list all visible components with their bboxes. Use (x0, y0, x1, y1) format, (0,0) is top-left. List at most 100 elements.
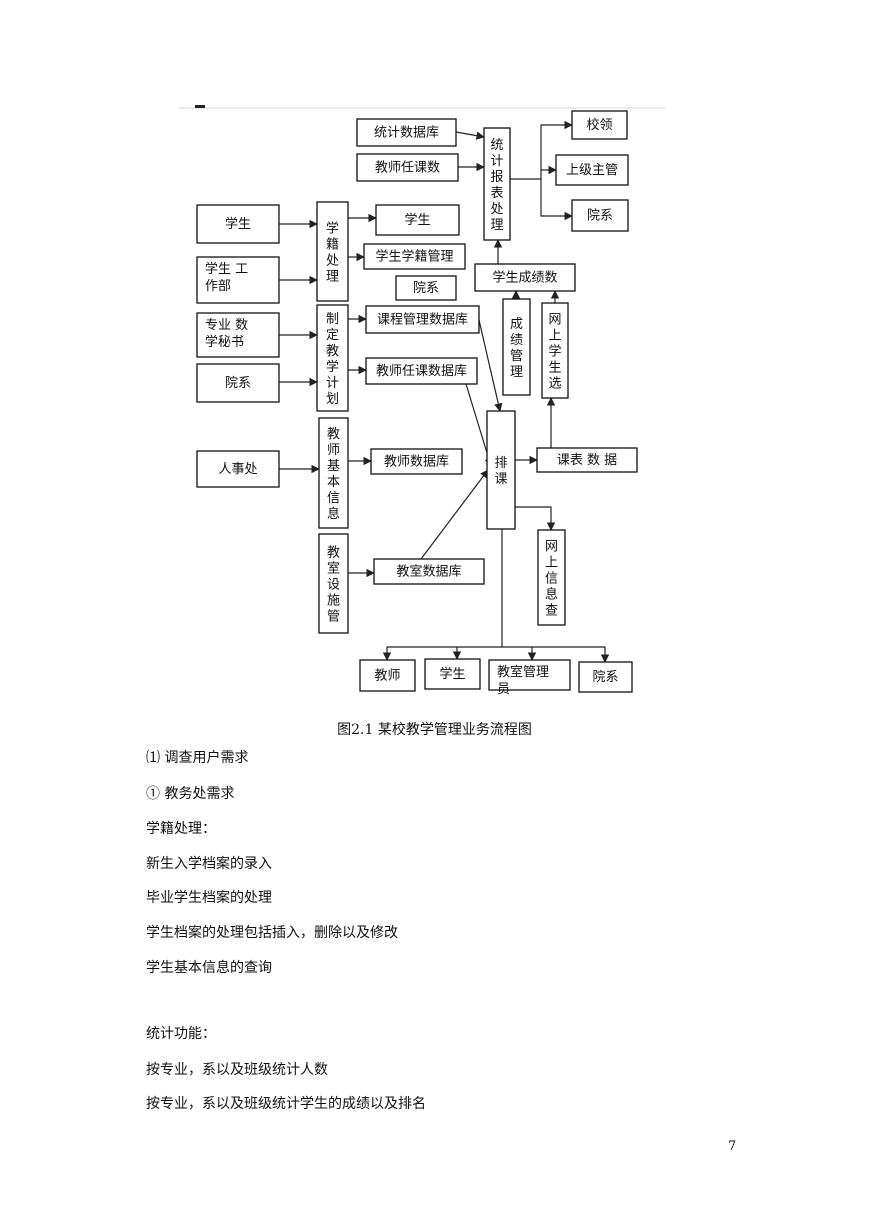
node-label: 统计数据库 (374, 125, 439, 141)
node-student-out: 学生 (375, 204, 460, 236)
node-course-db: 课程管理数据库 (365, 305, 480, 334)
body-line: 毕业学生档案的处理 (146, 890, 272, 906)
edge-stat_report-to-school_lead (510, 120, 573, 180)
node-box (356, 153, 459, 182)
node-stat-db: 统计数据库 (356, 118, 457, 147)
node-out-dept: 院系 (578, 661, 633, 693)
node-dept-in: 院系 (196, 363, 280, 403)
node-box (370, 448, 463, 475)
node-room-mgmt: 教室设施管 (318, 533, 349, 634)
node-box (537, 529, 566, 626)
node-box (365, 305, 480, 334)
body-line: ⑴ 调查用户需求 (146, 750, 249, 766)
node-box (196, 204, 280, 244)
node-box (555, 154, 629, 186)
node-box (196, 312, 280, 358)
node-box (316, 304, 349, 412)
node-schedule: 排课 (486, 410, 516, 530)
node-teacher-db: 教师数据库 (370, 448, 463, 475)
node-label: 统计报表处理 (490, 138, 503, 233)
node-box (424, 658, 481, 690)
node-timetable: 课表 数 据 (536, 447, 638, 473)
body-line: 学籍处理： (146, 821, 216, 837)
node-label: 学生 (225, 216, 251, 232)
node-box (373, 558, 485, 585)
node-dept-mid: 院系 (395, 275, 457, 301)
node-plan: 制定教学计划 (316, 304, 349, 412)
node-box (359, 659, 416, 692)
node-hr: 人事处 (196, 450, 280, 488)
node-label: 课表 数 据 (557, 453, 617, 468)
node-secretary: 专业 数 学秘书 (196, 312, 280, 358)
node-label: 上级主管 (566, 163, 618, 178)
node-box (375, 204, 460, 236)
node-student-in: 学生 (196, 204, 280, 244)
node-stat-report: 统计报表处理 (483, 127, 511, 241)
node-teach-course-db: 教师任课数据库 (365, 357, 478, 385)
node-box (318, 533, 349, 634)
node-online-query: 网上信息查 (537, 529, 566, 626)
node-box (196, 256, 280, 304)
node-box (571, 110, 628, 140)
node-label: 院系 (225, 376, 251, 391)
body-line: 学生基本信息的查询 (146, 960, 272, 976)
node-box (536, 447, 638, 473)
node-label: 学生成绩数 (492, 270, 557, 286)
node-online-select: 网上学生选 (541, 302, 569, 399)
edge-schedule-to-out_teacher (382, 529, 503, 661)
node-label: 教室设施管 (327, 545, 340, 625)
body-line: 统计功能： (146, 1026, 216, 1042)
node-label: 院系 (592, 670, 618, 685)
node-out-student: 学生 (424, 658, 481, 690)
node-box (363, 243, 466, 270)
node-box (502, 298, 531, 396)
node-dept-top: 院系 (571, 199, 629, 232)
node-label: 网上学生选 (548, 313, 561, 392)
edge-schedule-to-out_dept (502, 646, 610, 663)
node-teacher-count: 教师任课数 (356, 153, 459, 182)
node-label: 网上信息查 (545, 540, 558, 619)
node-label: 课程管理数据库 (377, 312, 468, 328)
body-line: 学生档案的处理包括插入，删除以及修改 (146, 925, 398, 941)
node-label: 教师数据库 (384, 454, 449, 470)
node-student-work: 学生 工 作部 (196, 256, 280, 304)
node-room-db: 教室数据库 (373, 558, 485, 585)
node-label: 教室数据库 (396, 564, 461, 580)
node-box (196, 450, 280, 488)
node-label: 制定教学计划 (326, 312, 339, 407)
body-line: 新生入学档案的录入 (146, 856, 272, 872)
node-box (474, 263, 576, 292)
edge-room_db-to-schedule (420, 469, 489, 560)
node-label: 专业 数 学秘书 (205, 318, 252, 350)
edge-stat_report-to-dept_top (540, 179, 573, 221)
body-line: 按专业，系以及班级统计人数 (146, 1062, 328, 1078)
node-label: 人事处 (218, 462, 257, 477)
node-box (318, 417, 349, 529)
node-box (488, 659, 571, 691)
node-label: 学生 (404, 212, 430, 228)
node-label: 校领 (586, 117, 612, 133)
node-label: 排课 (494, 456, 507, 487)
node-label: 院系 (587, 209, 613, 224)
node-box (541, 302, 569, 399)
node-box (571, 199, 629, 232)
node-school-lead: 校领 (571, 110, 628, 140)
node-box (356, 118, 457, 147)
node-box (395, 275, 457, 301)
node-score-count: 学生成绩数 (474, 263, 576, 292)
node-label: 学生 工 作部 (205, 261, 252, 294)
edge-schedule-to-online_query (515, 506, 556, 531)
node-box (483, 127, 511, 241)
node-label: 学生学籍管理 (375, 249, 453, 265)
node-label: 教师 (374, 668, 400, 684)
body-line: 按专业，系以及班级统计学生的成绩以及排名 (146, 1096, 426, 1112)
node-score-mgmt: 成绩管理 (502, 298, 531, 396)
node-status-proc: 学籍处理 (316, 201, 349, 302)
node-box (578, 661, 633, 693)
figure-top-mark (195, 105, 205, 108)
edge-course_db-to-schedule (478, 319, 503, 412)
node-teacher-info: 教师基本信息 (318, 417, 349, 529)
node-label: 院系 (413, 281, 439, 296)
